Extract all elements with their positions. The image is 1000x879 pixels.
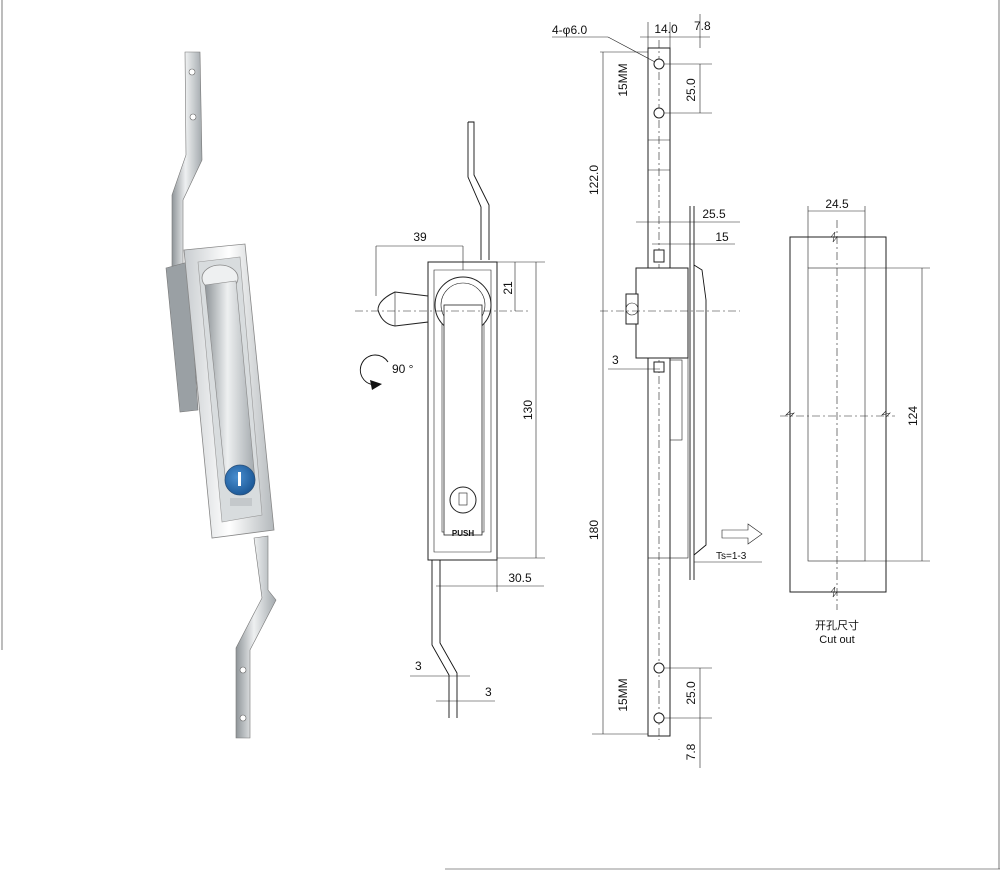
- dim-124: 124: [906, 406, 920, 426]
- dim-15mm-top: 15MM: [616, 63, 630, 96]
- dim-7-8-top: 7.8: [694, 19, 711, 33]
- dim-7-8-bottom: 7.8: [684, 743, 698, 760]
- dim-180: 180: [587, 520, 601, 540]
- dim-15: 15: [715, 230, 729, 244]
- dim-holes: 4-φ6.0: [552, 23, 587, 37]
- push-label: PUSH: [452, 529, 474, 538]
- dim-25-bottom: 25.0: [684, 681, 698, 705]
- side-view: 4-φ6.0 14.0 7.8 15MM 25.0 122.0 25.5 15 …: [552, 14, 763, 768]
- dim-25-top: 25.0: [684, 78, 698, 102]
- dim-25-5: 25.5: [702, 207, 726, 221]
- dim-21: 21: [501, 281, 515, 295]
- dim-122: 122.0: [587, 165, 601, 195]
- dim-30-5: 30.5: [508, 571, 532, 585]
- dim-ts: Ts=1-3: [716, 551, 747, 562]
- dim-24-5: 24.5: [825, 197, 849, 211]
- cutout-view: 24.5 124 开孔尺寸 Cut out: [780, 197, 930, 646]
- front-view: PUSH 90 ° 39 21 130 30.5 3 3: [355, 121, 545, 718]
- rotation-label: 90 °: [392, 362, 414, 376]
- dim-3-b: 3: [485, 685, 492, 699]
- dim-14: 14.0: [654, 22, 678, 36]
- cutout-title-cn: 开孔尺寸: [815, 618, 859, 632]
- dim-130: 130: [521, 400, 535, 420]
- product-render: [165, 51, 277, 739]
- dim-3-a: 3: [415, 659, 422, 673]
- dim-3-side: 3: [612, 353, 619, 367]
- dim-15mm-bottom: 15MM: [616, 678, 630, 711]
- cutout-title-en: Cut out: [819, 634, 854, 646]
- dim-39: 39: [413, 230, 427, 244]
